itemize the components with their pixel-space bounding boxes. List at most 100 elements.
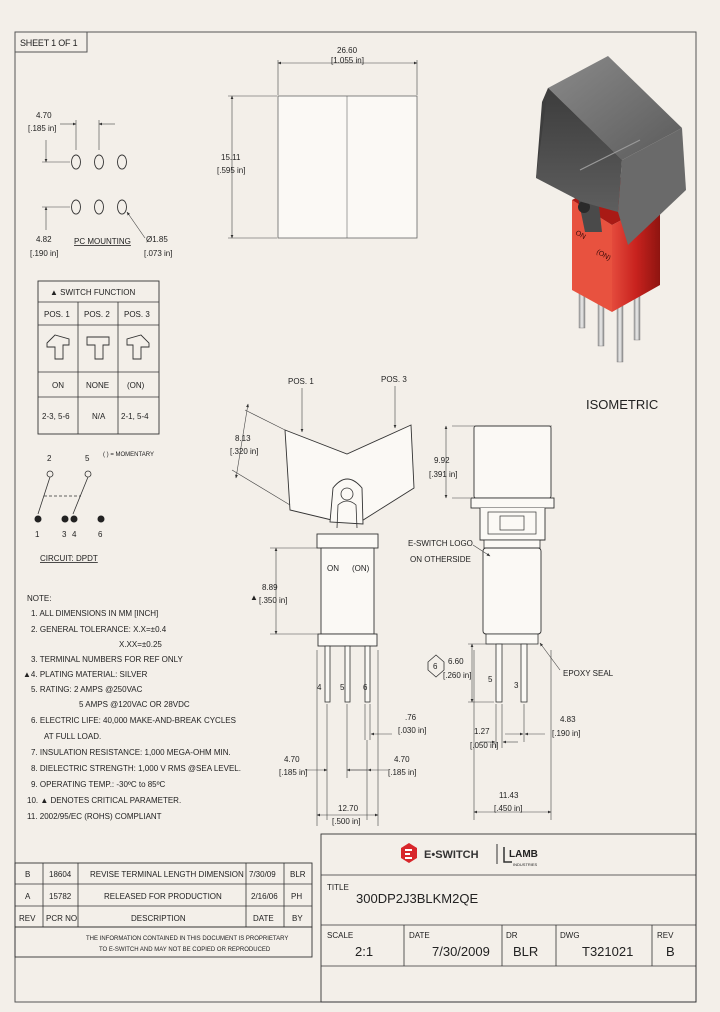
e-switch-logo-icon <box>401 843 417 863</box>
scale-label: SCALE <box>327 931 353 940</box>
pcb-hole <box>94 199 104 215</box>
lamb-brand: LAMB <box>509 849 538 860</box>
title-label: TITLE <box>327 883 349 892</box>
sheet-label: SHEET 1 OF 1 <box>20 38 78 48</box>
front-overall-mm: 12.70 <box>338 804 359 813</box>
top-height-mm: 15.11 <box>221 153 241 162</box>
isometric-label: ISOMETRIC <box>586 397 658 412</box>
side-spacing-mm: 4.83 <box>560 715 576 724</box>
sf-pos-1: POS. 1 <box>44 310 70 319</box>
front-term-5: 5 <box>340 683 345 692</box>
rev-value: B <box>666 944 675 959</box>
rev-header-pcr: PCR NO <box>46 914 77 923</box>
front-pitch-l-in: [.185 in] <box>279 768 307 777</box>
logo-note-1: E-SWITCH LOGO <box>408 539 473 548</box>
front-toggle-mm: 8.13 <box>235 434 251 443</box>
note-8: 8. DIELECTRIC STRENGTH: 1,000 V RMS @SEA… <box>31 764 241 773</box>
front-pitch-r-in: [.185 in] <box>388 768 416 777</box>
rocker-pos3-icon <box>126 334 150 360</box>
rev-a-desc: RELEASED FOR PRODUCTION <box>104 892 222 901</box>
title-block: E•SWITCH LAMB INDUSTRIES TITLE 300DP2J3B… <box>320 833 697 1003</box>
notes: NOTE: 1. ALL DIMENSIONS IN MM [INCH] 2. … <box>23 594 241 821</box>
scale-value: 2:1 <box>355 944 373 959</box>
sf-mode-2: NONE <box>86 381 109 390</box>
front-tw-mm: .76 <box>405 713 417 722</box>
top-view: 26.60 [1.055 in] 15.11 [.595 in] <box>217 46 418 239</box>
switch-function-table: ▲ SWITCH FUNCTION POS. 1 POS. 2 POS. 3 O… <box>37 280 160 458</box>
lamb-sub: INDUSTRIES <box>513 862 538 867</box>
part-number: 300DP2J3BLKM2QE <box>356 891 478 906</box>
rev-b-desc: REVISE TERMINAL LENGTH DIMENSION <box>90 870 244 879</box>
note-1: 1. ALL DIMENSIONS IN MM [INCH] <box>31 609 158 618</box>
circuit-term-2: 2 <box>47 454 52 463</box>
front-pitch-r-mm: 4.70 <box>394 755 410 764</box>
sf-conn-1: 2-3, 5-6 <box>42 412 70 421</box>
front-overall-in: [.500 in] <box>332 817 360 826</box>
pcb-hole <box>94 154 104 170</box>
svg-text:ON: ON <box>574 230 587 241</box>
top-width-in: [1.055 in] <box>331 56 364 65</box>
note-4: ▲4. PLATING MATERIAL: SILVER <box>23 670 148 679</box>
front-term-4: 4 <box>317 683 322 692</box>
dwg-label: DWG <box>560 931 580 940</box>
rocker-pos2-icon <box>86 336 110 360</box>
rev-b-date: 7/30/09 <box>249 870 276 879</box>
sheet-label-box: SHEET 1 OF 1 <box>14 31 88 53</box>
side-view: 5 3 9.92 [.391 in] E-SWITCH LOGO ON OTHE… <box>408 425 614 820</box>
rocker-pos1-icon <box>46 334 70 360</box>
pcm-row-in: [.190 in] <box>30 249 58 258</box>
side-spacing-in: [.190 in] <box>552 729 580 738</box>
circuit-label: CIRCUIT: DPDT <box>40 554 98 563</box>
logo-note-2: ON OTHERSIDE <box>410 555 471 564</box>
circuit-term-3: 3 <box>62 530 67 539</box>
brand-name: E•SWITCH <box>424 849 479 861</box>
rev-a-rev: A <box>25 892 31 901</box>
pcb-hole <box>71 199 81 215</box>
pcm-hole-in: [.073 in] <box>144 249 172 258</box>
rev-header-desc: DESCRIPTION <box>131 914 186 923</box>
rev-a-by: PH <box>291 892 302 901</box>
front-body-in: [.350 in] <box>259 596 287 605</box>
rev-a-date: 2/16/06 <box>251 892 278 901</box>
rev-header-by: BY <box>292 914 303 923</box>
sf-pos-2: POS. 2 <box>84 310 110 319</box>
rev-b-by: BLR <box>290 870 306 879</box>
front-view: POS. 1 POS. 3 8.13 [.320 in] ON (ON) 4 5… <box>230 375 426 826</box>
sf-mode-1: ON <box>52 381 64 390</box>
note-6b: AT FULL LOAD. <box>44 732 101 741</box>
front-toggle-in: [.320 in] <box>230 447 258 456</box>
note-5: 5. RATING: 2 AMPS @250VAC <box>31 685 143 694</box>
side-term-mm: 6.60 <box>448 657 464 666</box>
note-2: 2. GENERAL TOLERANCE: X.X=±0.4 <box>31 625 167 634</box>
side-term-5: 5 <box>488 675 493 684</box>
front-pos1: POS. 1 <box>288 377 314 386</box>
note-10: 10. ▲ DENOTES CRITICAL PARAMETER. <box>27 796 181 805</box>
side-width-mm: 11.43 <box>499 791 519 800</box>
rev-a-pcr: 15782 <box>49 892 72 901</box>
circuit-term-6: 6 <box>98 530 103 539</box>
note-7: 7. INSULATION RESISTANCE: 1,000 MEGA-OHM… <box>31 748 231 757</box>
isometric-render: ON (ON) ISOMETRIC <box>536 56 686 412</box>
pcm-pitch-in: [.185 in] <box>28 124 56 133</box>
dr-label: DR <box>506 931 518 940</box>
side-cap-mm: 9.92 <box>434 456 450 465</box>
date-value: 7/30/2009 <box>432 944 490 959</box>
sf-conn-3: 2-1, 5-4 <box>121 412 149 421</box>
sf-mode-3: (ON) <box>127 381 145 390</box>
front-term-6: 6 <box>363 683 368 692</box>
rev-header-date: DATE <box>253 914 274 923</box>
note-3: 3. TERMINAL NUMBERS FOR REF ONLY <box>31 655 184 664</box>
side-thick-mm: 1.27 <box>474 727 490 736</box>
circuit-diagram: 2 5 1 3 4 6 CIRCUIT: DPDT <box>34 454 105 563</box>
pcm-hole-mm: Ø1.85 <box>146 235 168 244</box>
date-label: DATE <box>409 931 430 940</box>
sf-title: ▲ SWITCH FUNCTION <box>50 288 135 297</box>
note-2b: X.XX=±0.25 <box>119 640 162 649</box>
front-on-label: ON <box>327 564 339 573</box>
sf-footnote: ( ) = MOMENTARY <box>103 452 154 458</box>
side-term-in: [.260 in] <box>443 671 471 680</box>
side-term-3: 3 <box>514 681 519 690</box>
pc-mounting-view: 4.70 [.185 in] 4.82 [.190 in] PC MOUNTIN… <box>28 111 172 258</box>
pcm-label: PC MOUNTING <box>74 237 131 246</box>
